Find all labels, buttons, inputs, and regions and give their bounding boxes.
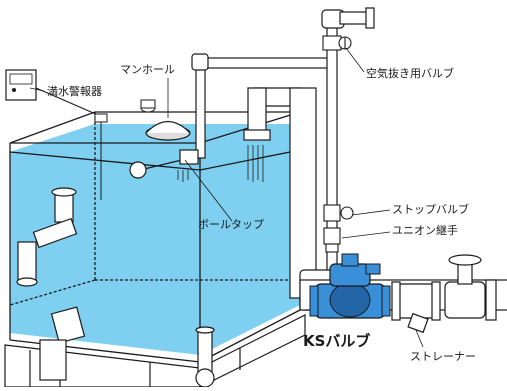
top-pipe-network [191,7,375,291]
drain-valve [195,326,215,388]
label-ks-valve: KSバルブ [303,332,370,350]
label-strainer: ストレーナー [410,350,476,363]
label-stop-valve: ストップバルブ [392,202,469,216]
gate-valve-icon [444,254,497,321]
label-air-valve: 空気抜き用バルブ [366,66,454,80]
water-front-face [10,152,200,355]
ks-valve-icon [309,253,391,319]
label-union-joint: ユニオン継手 [392,223,458,237]
air-valve-icon [322,35,352,51]
manhole-icon [145,78,191,141]
water-side-face [200,150,300,355]
label-ball-tap: ボールタップ [198,218,264,231]
vent-cap-icon [140,99,156,113]
label-manhole: マンホール [120,63,175,76]
stop-valve-icon [323,204,354,253]
strainer-icon [391,281,441,334]
label-alarm: 満水警報器 [47,84,102,98]
float-ball-icon [129,149,199,182]
alarm-box-icon [5,69,99,116]
level-switch-icon [94,113,108,200]
leader-lines [184,47,424,348]
overflow-pipe [243,87,317,299]
inner-pipes [16,187,86,381]
